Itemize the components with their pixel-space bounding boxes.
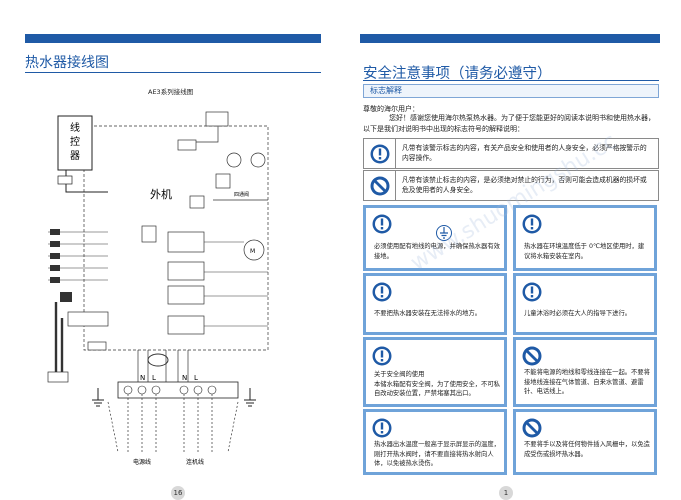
card-1: 必须使用配有地线的电源，并确保热水器有效接地。: [363, 205, 507, 271]
symbol-box-prohibit: 凡带有该禁止标志的内容，是必须绝对禁止的行为，否则可能会造成机器的损坏或危及使用…: [363, 170, 659, 201]
warning-icon: [372, 282, 392, 302]
card-5: 关于安全阀的使用 本储水箱配有安全阀，为了使用安全，不可私自改动安装位置，严禁堵…: [363, 337, 507, 407]
right-page-title: 安全注意事项（请务必遵守）: [363, 66, 552, 82]
intro-text: 您好！感谢您使用海尔热泵热水器。为了便于您能更好的阅读本说明书和使用热水器，以下…: [363, 114, 655, 133]
card-4: 儿童沐浴时必须在大人的指导下进行。: [513, 273, 657, 335]
connector: [57, 175, 73, 185]
terminal-block: [117, 381, 239, 399]
four-way-label: 四通阀: [234, 191, 249, 198]
connect-line-label: 连机线: [186, 458, 204, 466]
left-page-number: 16: [171, 486, 185, 500]
warning-icon: [372, 214, 392, 234]
card-3-text: 不要把热水器安装在无法排水的地方。: [374, 310, 482, 317]
card-8: 不要将手以及将任何物件插入风栅中，以免造成受伤或损坏热水器。: [513, 409, 657, 475]
prohibit-icon: [522, 346, 542, 366]
outdoor-label: 外机: [150, 187, 172, 201]
controller-label-2: 控: [70, 135, 80, 148]
card-7-text: 热水器出水温度一般高于显示屏显示的温度，刚打开热水阀时，请不要直接将热水射向人体…: [374, 441, 500, 467]
terminal-n1: N: [140, 374, 145, 382]
warning-icon: [522, 214, 542, 234]
wiring-diagram: AE3系列接线图 线 控 器 外机 四通阀: [47, 87, 269, 466]
prohibit-icon: [522, 418, 542, 438]
left-top-bar: [25, 34, 321, 43]
right-page: 安全注意事项（请务必遵守） 标志解释 尊敬的海尔用户： 您好！感谢您使用海尔热泵…: [341, 0, 681, 500]
symbol-prohibit-text: 凡带有该禁止标志的内容，是必须绝对禁止的行为，否则可能会造成机器的损坏或危及使用…: [402, 176, 647, 194]
motor-symbol: [243, 239, 265, 261]
card-5-text: 关于安全阀的使用 本储水箱配有安全阀，为了使用安全，不可私自改动安装位置，严禁堵…: [374, 371, 500, 397]
warning-icon: [372, 418, 392, 438]
card-6: 不能将电源的地线和零线连接在一起。不要将接地线连接在气体管道、自来水管道、避雷针…: [513, 337, 657, 407]
greeting: 尊敬的海尔用户：: [363, 105, 419, 113]
symbol-warning-text: 凡带有该警示标志的内容，有关产品安全和使用者的人身安全，必须严格按警示的内容操作…: [402, 144, 647, 162]
right-page-number: 1: [499, 486, 513, 500]
left-page-title: 热水器接线图: [25, 55, 109, 71]
controller-box: [57, 115, 93, 171]
section-header: 标志解释: [363, 84, 659, 98]
card-3: 不要把热水器安装在无法排水的地方。: [363, 273, 507, 335]
left-page: 热水器接线图 AE3系列接线图 线 控 器 外机 四通阀: [0, 0, 340, 500]
prohibit-icon: [370, 176, 389, 195]
terminal-l1: L: [152, 374, 156, 382]
card-2-text: 热水器在环境温度低于 0℃地区使用时，建议将水箱安装在室内。: [524, 243, 645, 260]
controller-label-3: 器: [70, 150, 80, 162]
left-title-rule: [25, 72, 321, 73]
ground-icon: [436, 225, 452, 241]
card-6-text: 不能将电源的地线和零线连接在一起。不要将接地线连接在气体管道、自来水管道、避雷针…: [524, 369, 650, 395]
diagram-caption: AE3系列接线图: [148, 87, 193, 96]
outdoor-unit-outline: [83, 125, 269, 351]
card-8-text: 不要将手以及将任何物件插入风栅中，以免造成受伤或损坏热水器。: [524, 441, 650, 458]
card-7: 热水器出水温度一般高于显示屏显示的温度，刚打开热水阀时，请不要直接将热水射向人体…: [363, 409, 507, 475]
terminal-l2: L: [194, 374, 198, 382]
card-1-text: 必须使用配有地线的电源，并确保热水器有效接地。: [374, 243, 500, 260]
svg-text:M: M: [250, 248, 255, 255]
card-4-text: 儿童沐浴时必须在大人的指导下进行。: [524, 310, 632, 317]
warning-icon: [522, 282, 542, 302]
right-title-rule: [363, 80, 659, 81]
terminal-n2: N: [182, 374, 187, 382]
card-2: 热水器在环境温度低于 0℃地区使用时，建议将水箱安装在室内。: [513, 205, 657, 271]
right-top-bar: [360, 34, 660, 43]
controller-label-1: 线: [70, 121, 80, 134]
symbol-box-warning: 凡带有该警示标志的内容，有关产品安全和使用者的人身安全，必须严格按警示的内容操作…: [363, 138, 659, 169]
power-line-label: 电源线: [133, 458, 151, 466]
warning-icon: [372, 346, 392, 366]
warning-icon: [370, 144, 389, 163]
